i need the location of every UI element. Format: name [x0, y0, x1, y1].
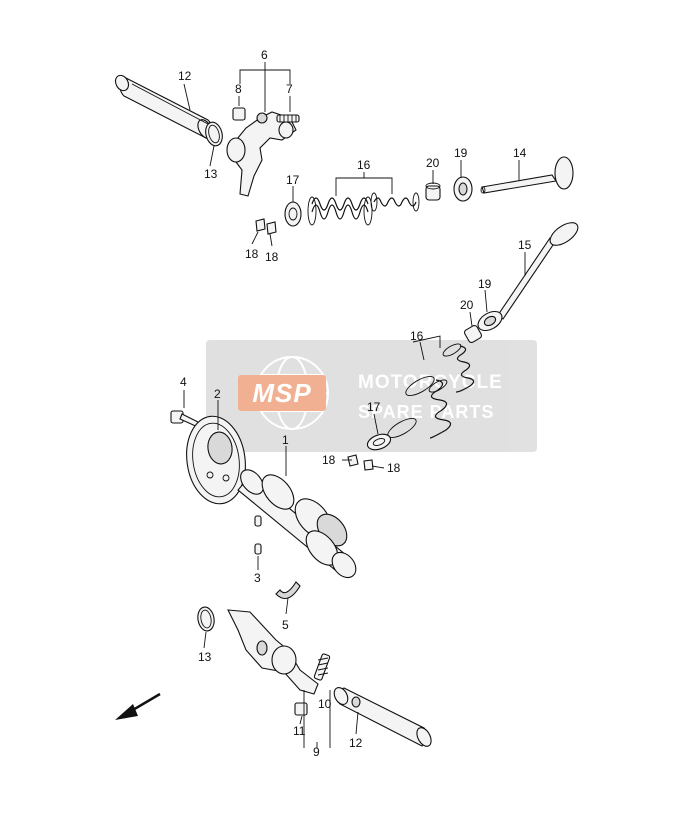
- valve-spring-inner-middle: [428, 343, 475, 393]
- callout-6: 6: [261, 48, 268, 62]
- valve-stem-seal-top: [425, 182, 441, 201]
- rocker-arm-bottom: [227, 609, 319, 695]
- o-ring-bottom: [197, 606, 215, 632]
- callout-17-middle: 17: [367, 400, 381, 414]
- callout-20-right: 20: [460, 298, 474, 312]
- callout-16-top: 16: [357, 158, 371, 172]
- retaining-clip: [275, 581, 301, 600]
- callout-16-middle: 16: [410, 329, 424, 343]
- callout-3: 3: [254, 571, 261, 585]
- callout-9: 9: [313, 745, 320, 759]
- callout-18-top-a: 18: [245, 247, 259, 261]
- callout-5: 5: [282, 618, 289, 632]
- watermark-line1: MOTORCYCLE: [358, 372, 503, 393]
- callout-8: 8: [235, 82, 242, 96]
- valve-cotter-middle-b: [363, 459, 374, 471]
- callout-18-middle-left: 18: [322, 453, 336, 467]
- watermark-line2: SPARE PARTS: [358, 402, 494, 422]
- watermark-panel: [206, 340, 537, 452]
- pin-upper: [254, 515, 262, 527]
- callout-2: 2: [214, 387, 221, 401]
- callout-1: 1: [282, 433, 289, 447]
- leader-lines: [183, 62, 526, 748]
- callout-19-top: 19: [454, 146, 468, 160]
- callout-13-top: 13: [204, 167, 218, 181]
- callout-labels: 12 6 8 7 13 16 20 19 14 17 18 18 15 19 2…: [178, 48, 532, 759]
- valve-spring-outer-top: [307, 196, 373, 226]
- callout-15: 15: [518, 238, 532, 252]
- callout-11: 11: [293, 724, 306, 738]
- callout-18-top-b: 18: [265, 250, 279, 264]
- camshaft: [237, 469, 357, 579]
- o-ring-top: [205, 121, 223, 147]
- callout-7: 7: [286, 82, 293, 96]
- valve-cotter-top-b: [266, 221, 277, 235]
- callout-13-bottom: 13: [198, 650, 212, 664]
- watermark-logo: MSP: [252, 378, 311, 408]
- adjust-screw-top: [276, 114, 300, 123]
- adjust-nut-top: [232, 107, 246, 121]
- callout-14: 14: [513, 146, 527, 160]
- adjust-screw-bottom: [313, 653, 331, 681]
- callout-12-top: 12: [178, 69, 192, 83]
- callout-18-middle-right: 18: [387, 461, 401, 475]
- exhaust-valve: [480, 156, 574, 194]
- watermark: MSP MOTORCYCLE SPARE PARTS: [206, 340, 537, 452]
- valve-stem-seal-right: [463, 324, 483, 344]
- cam-sprocket: [186, 415, 246, 505]
- spring-retainer-middle: [366, 433, 392, 451]
- rocker-shaft-bottom: [333, 687, 432, 747]
- callout-4: 4: [180, 375, 187, 389]
- intake-valve: [497, 222, 579, 320]
- rocker-shaft-top: [114, 74, 213, 139]
- direction-arrow-icon: [115, 692, 161, 720]
- callout-19-right: 19: [478, 277, 492, 291]
- callout-20-top: 20: [426, 156, 440, 170]
- valve-cotter-middle-a: [347, 454, 359, 467]
- callout-17-top: 17: [286, 173, 300, 187]
- spring-retainer-top: [284, 201, 302, 227]
- callout-12-bottom: 12: [349, 736, 363, 750]
- watermark-logo-badge: MSP: [238, 375, 326, 411]
- pin-lower: [254, 543, 262, 555]
- adjust-nut-bottom: [294, 702, 308, 716]
- spring-seat-top: [453, 176, 473, 202]
- callout-10: 10: [318, 697, 332, 711]
- rocker-arm-top: [226, 111, 297, 197]
- valve-cotter-top-a: [255, 218, 266, 232]
- valve-spring-inner-top: [370, 192, 420, 212]
